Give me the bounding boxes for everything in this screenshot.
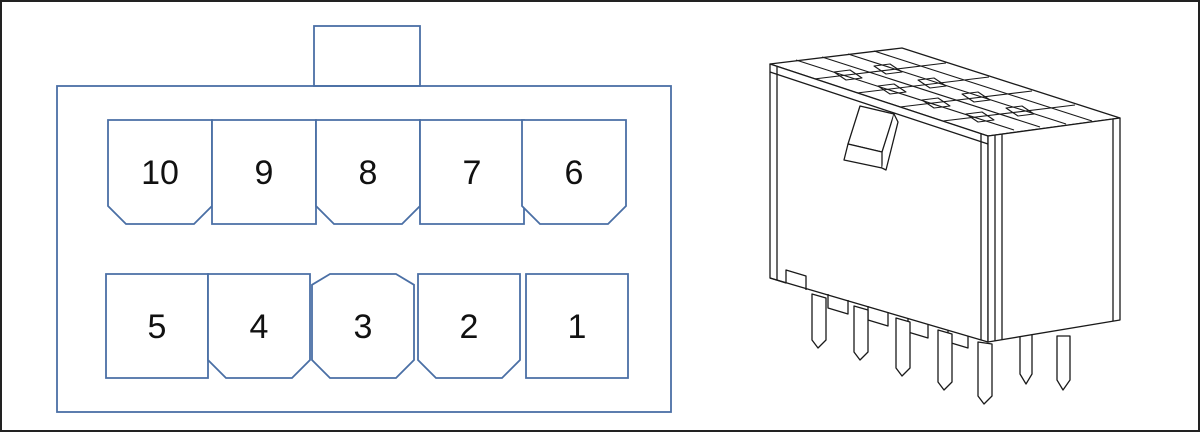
pin-number-label: 9	[255, 154, 274, 192]
pin-number-label: 5	[148, 308, 167, 346]
pin-number-label: 3	[354, 308, 373, 346]
housing-side-face	[987, 117, 1121, 343]
pin-number-label: 1	[568, 308, 587, 346]
front-pins	[811, 293, 993, 405]
pin-cavity	[311, 273, 415, 379]
pin-cavity	[211, 119, 317, 225]
pin-cavity	[105, 273, 209, 379]
pin-cavity	[525, 273, 629, 379]
latch	[843, 105, 899, 171]
pin-number-label: 10	[141, 154, 179, 192]
pin-number-label: 2	[460, 308, 479, 346]
rear-pins	[1019, 331, 1071, 391]
pin-cavity	[419, 119, 525, 225]
pin-cavity	[207, 273, 311, 379]
pin-number-label: 4	[250, 308, 269, 346]
pin-cavity	[521, 119, 627, 225]
cavity-grid	[795, 50, 1093, 131]
pin-number-label: 7	[463, 154, 482, 192]
latch-tab	[313, 25, 421, 87]
connector-pinout-diagram: 10 9 8 7 6 5 4 3 2 1	[56, 25, 672, 413]
pin-cavity	[417, 273, 521, 379]
pin-number-label: 8	[359, 154, 378, 192]
pin-number-label: 6	[565, 154, 584, 192]
connector-isometric-drawing	[769, 47, 1121, 405]
